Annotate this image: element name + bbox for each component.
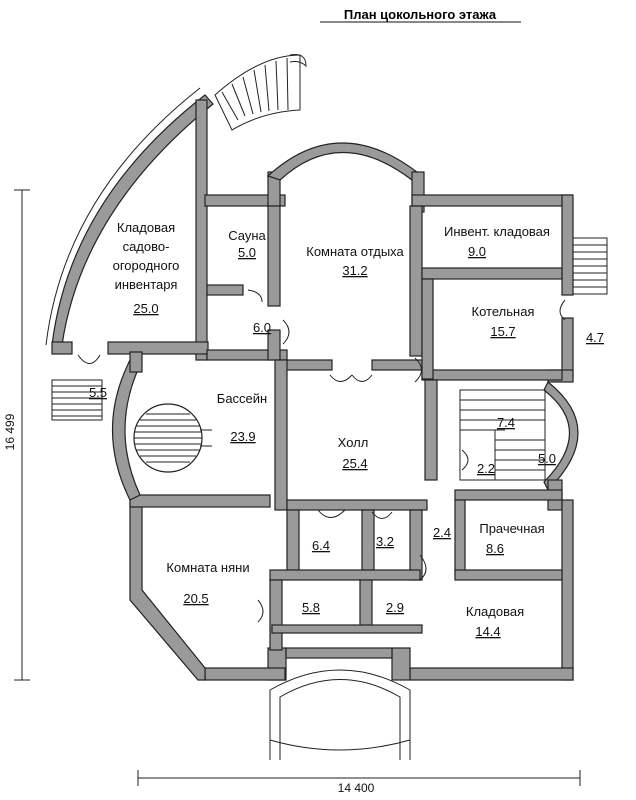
- room-area-closet-b: 2.9: [386, 600, 404, 615]
- room-name-line: садово-: [123, 239, 170, 254]
- stair-right-outside: [572, 237, 608, 295]
- room-area-lounge: 31.2: [342, 263, 367, 278]
- room-name-boiler: Котельная: [472, 304, 535, 319]
- room-name-laundry: Прачечная: [479, 521, 544, 536]
- room-area-hall: 25.4: [342, 456, 367, 471]
- room-name-nanny: Комната няни: [166, 560, 249, 575]
- room-area-nanny: 20.5: [183, 591, 208, 606]
- room-area-wc-b: 3.2: [376, 534, 394, 549]
- dimension-height-label: 16 499: [3, 413, 17, 450]
- dimension-width-label: 14 400: [338, 781, 375, 795]
- room-area: 25.0: [133, 301, 158, 316]
- room-name-lounge: Комната отдыха: [306, 244, 404, 259]
- stair-top: [214, 54, 307, 131]
- room-name-storeroom: Кладовая: [466, 604, 524, 619]
- interior-walls: [206, 205, 563, 651]
- plan-title: План цокольного этажа: [344, 7, 497, 22]
- room-name-pool: Бассейн: [217, 391, 267, 406]
- room-area-boiler: 15.7: [490, 324, 515, 339]
- room-area-passage: 2.4: [433, 525, 451, 540]
- pool: [133, 403, 212, 473]
- room-area-storeroom: 14.4: [475, 624, 500, 639]
- room-storage-garden: Кладовая садово- огородного инвентаря 25…: [113, 220, 180, 316]
- outer-walls: [45, 87, 579, 681]
- dimension-width: [137, 770, 581, 786]
- room-area-sauna: 5.0: [238, 245, 256, 260]
- room-area-closet-a: 5.8: [302, 600, 320, 615]
- room-area-bay-right: 5.0: [538, 451, 556, 466]
- room-name-hall: Холл: [338, 435, 369, 450]
- room-area-pool: 23.9: [230, 429, 255, 444]
- room-area-corridor: 2.2: [477, 461, 495, 476]
- doors: [77, 289, 566, 623]
- room-name-line: Кладовая: [117, 220, 175, 235]
- room-area-boiler-small: 4.7: [586, 330, 604, 345]
- room-name-sauna: Сауна: [228, 228, 266, 243]
- room-area-stair-right: 7.4: [497, 415, 515, 430]
- stair-bottom-entrance: [269, 669, 411, 760]
- room-name-line: инвентаря: [115, 277, 178, 292]
- room-name-inventory: Инвент. кладовая: [444, 224, 550, 239]
- stair-interior: [459, 389, 546, 481]
- room-name-line: огородного: [113, 258, 180, 273]
- room-area-sauna-anteroom: 6.0: [253, 320, 271, 335]
- dimension-height: [14, 189, 30, 681]
- stair-left: [51, 379, 103, 421]
- room-area-entry-left: 5.5: [89, 385, 107, 400]
- room-area-laundry: 8.6: [486, 541, 504, 556]
- room-area-wc-a: 6.4: [312, 538, 330, 553]
- room-area-inventory: 9.0: [468, 244, 486, 259]
